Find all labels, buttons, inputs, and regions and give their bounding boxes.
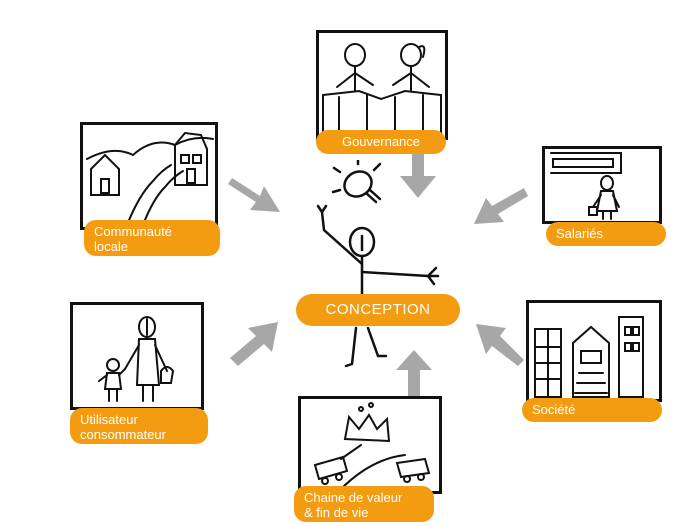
salaries-panel (542, 146, 662, 224)
utilisateur-panel (70, 302, 204, 410)
factory-trucks-illustration (313, 402, 431, 490)
meeting-illustration (322, 43, 442, 134)
designer-figure-illustration (316, 160, 440, 368)
village-illustration (86, 131, 214, 226)
city-illustration (534, 316, 644, 398)
societe-panel (526, 300, 662, 402)
arrow-from-communaute (228, 178, 280, 212)
salaries-label: Salariés (546, 222, 666, 246)
communaute-label: Communauté locale (84, 220, 220, 256)
communaute-panel (80, 122, 218, 230)
chaine-panel (298, 396, 442, 494)
gouvernance-label: Gouvernance (316, 130, 446, 154)
chaine-label: Chaine de valeur & fin de vie (294, 486, 434, 522)
arrow-from-gouvernance (400, 148, 436, 198)
shopper-illustration (98, 316, 175, 402)
arrow-from-societe (476, 324, 524, 366)
arrow-from-chaine (396, 350, 432, 396)
arrow-from-salaries (474, 188, 528, 224)
worker-illustration (550, 152, 622, 220)
societe-label: Société (522, 398, 662, 422)
utilisateur-label: Utilisateur consommateur (70, 408, 208, 444)
arrow-from-utilisateur (230, 322, 278, 366)
gouvernance-panel (316, 30, 448, 140)
conception-label: CONCEPTION (296, 294, 460, 326)
